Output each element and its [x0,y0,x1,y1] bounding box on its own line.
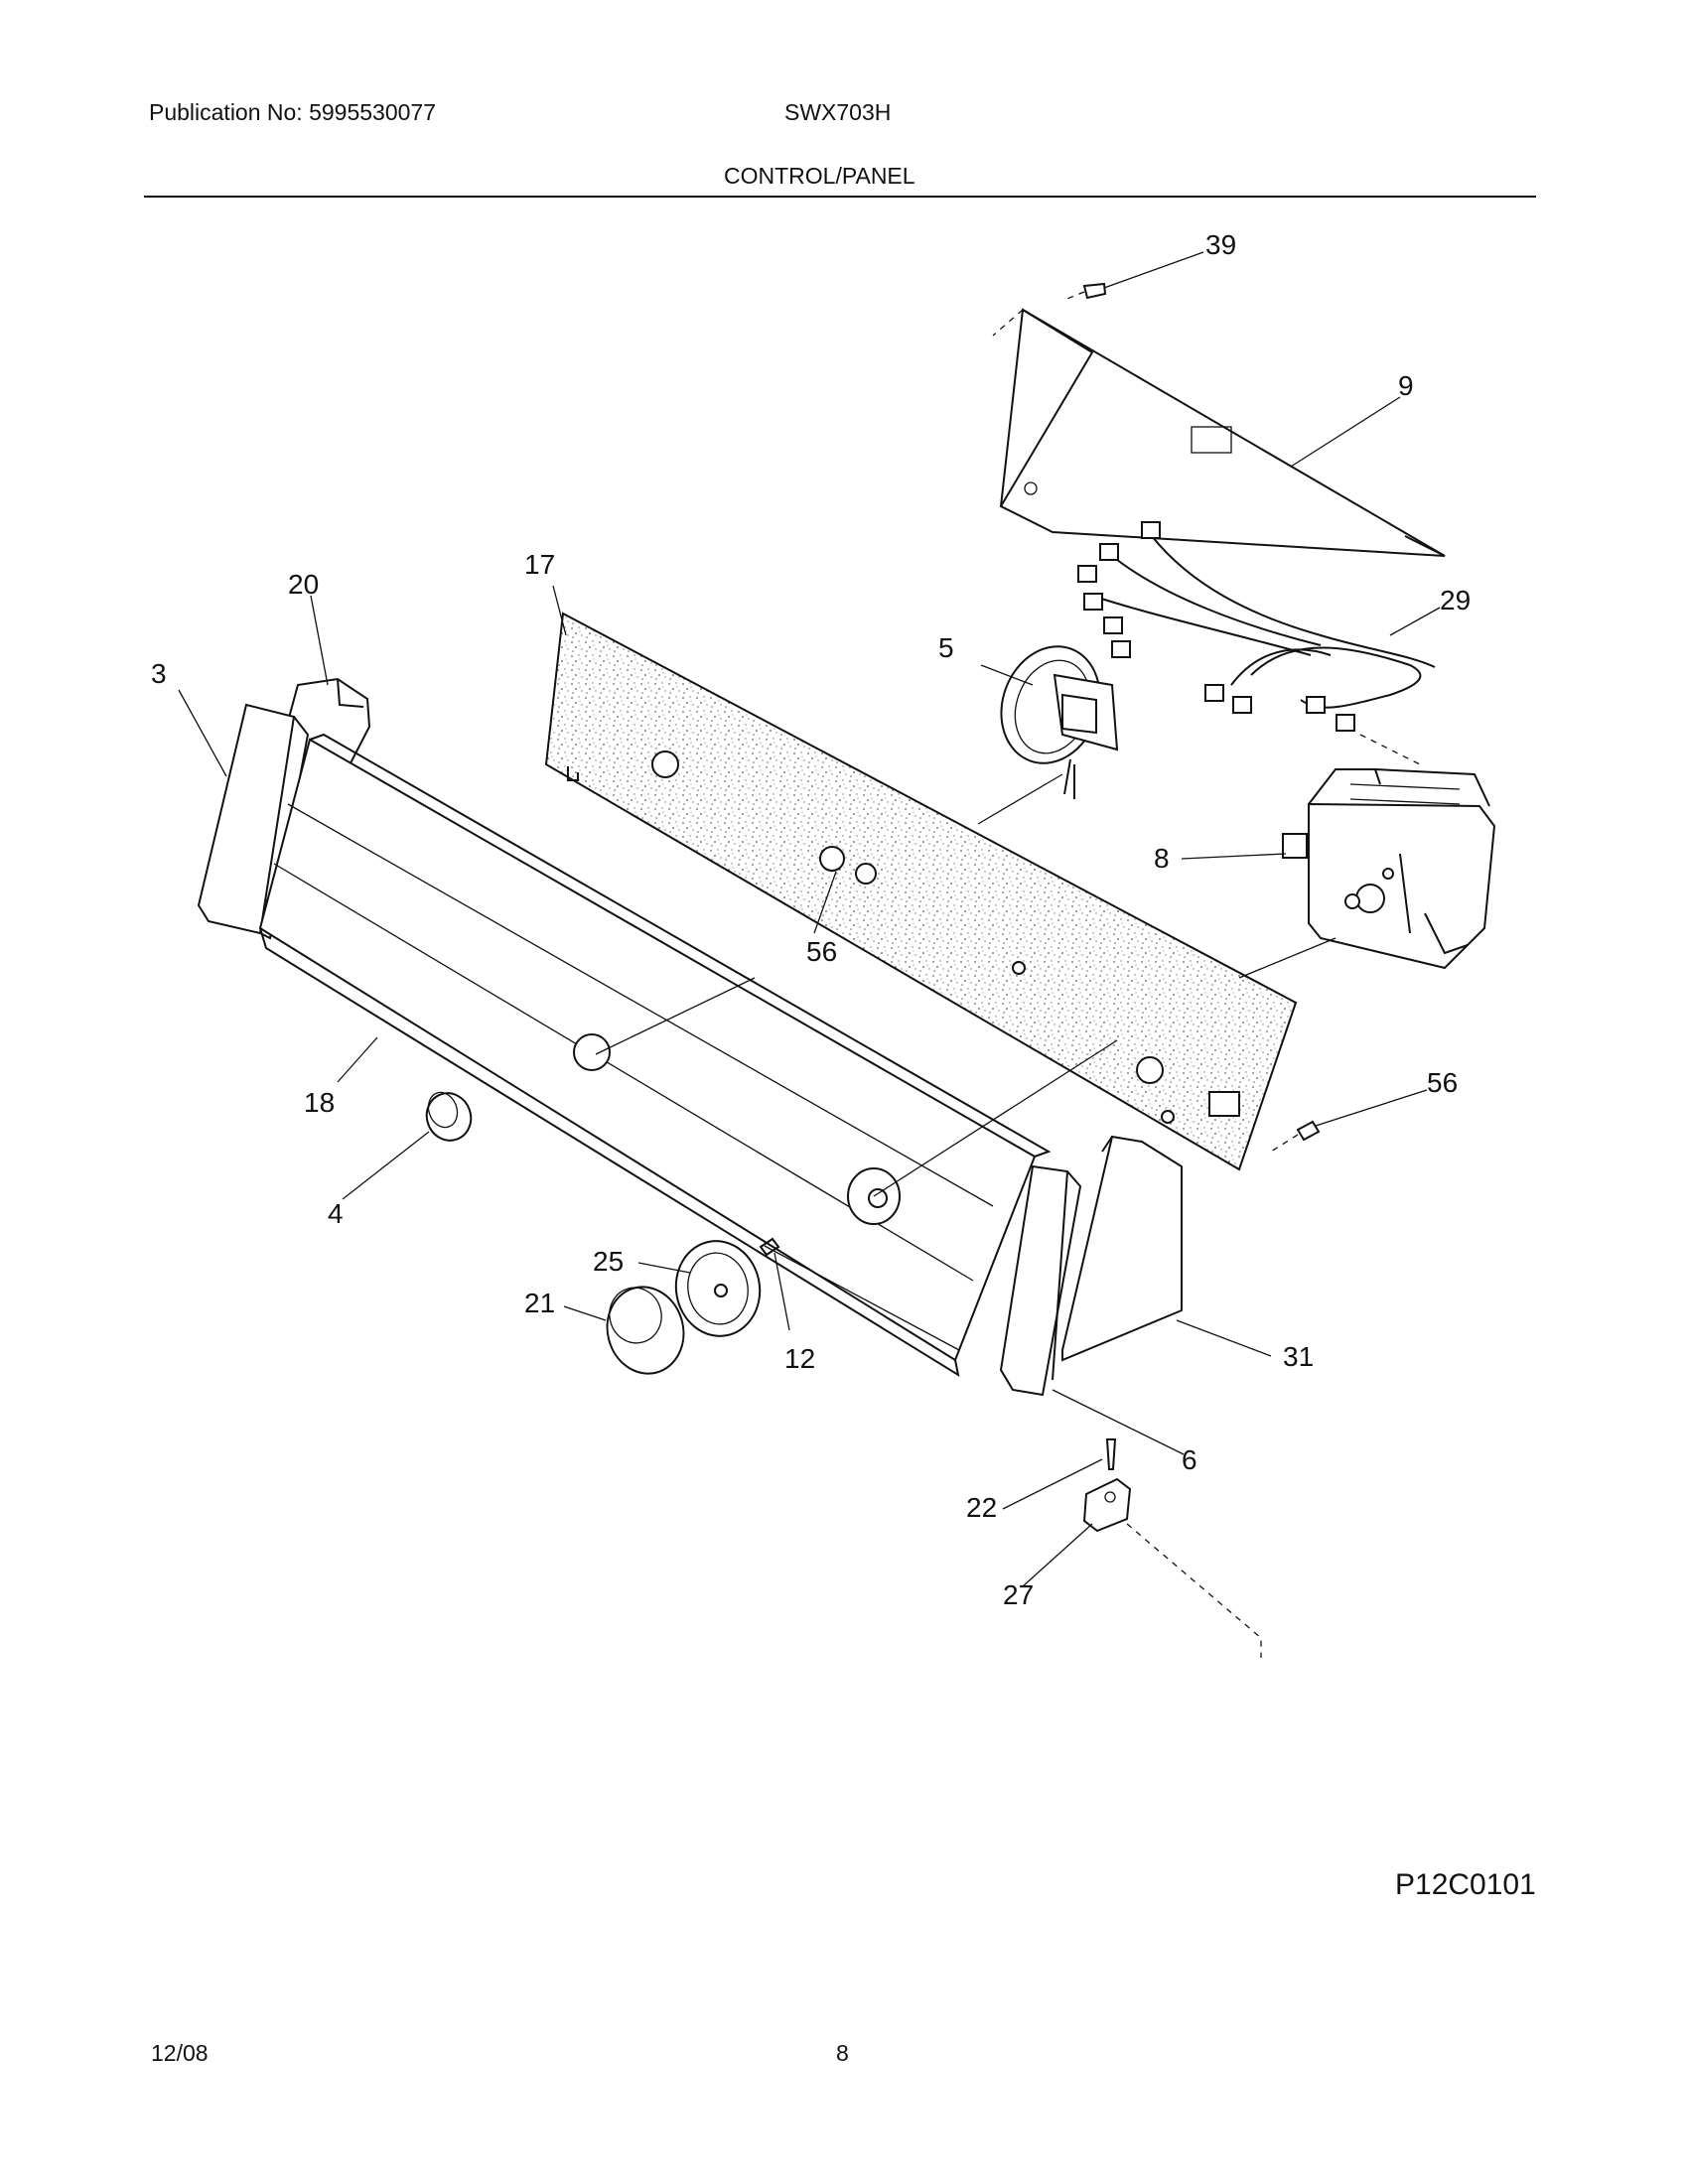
rear-bracket-part [992,308,1446,557]
callout-29: 29 [1440,585,1471,615]
timer-part [1238,768,1496,979]
publication-number: Publication No: 5995530077 [149,99,437,125]
page-number: 8 [836,2040,849,2066]
callout-labels: 39 9 29 17 20 3 5 8 56 56 18 4 25 21 12 … [151,229,1471,1610]
mounting-clip-27-part [1082,1477,1262,1658]
right-endcap-outer-part [999,1164,1082,1397]
callout-4: 4 [328,1198,344,1229]
callout-31: 31 [1283,1341,1314,1372]
screw-22-part [1105,1438,1117,1470]
callout-25: 25 [593,1246,624,1277]
footer-date: 12/08 [151,2040,209,2066]
callout-3: 3 [151,658,167,689]
control-console-part [258,733,1118,1378]
callout-20: 20 [288,569,319,600]
speckled-back-panel-part [544,612,1298,1171]
callout-18: 18 [304,1087,335,1118]
drawing-code: P12C0101 [1395,1868,1536,1901]
leader-lines [178,251,1441,1587]
callout-22: 22 [966,1492,997,1523]
pressure-switch-part [977,645,1119,825]
screw-56-part [1270,1120,1321,1153]
callout-9: 9 [1398,370,1414,401]
callout-39: 39 [1205,229,1236,260]
section-title: CONTROL/PANEL [724,163,915,189]
callout-8: 8 [1154,843,1170,874]
right-endcap-inner-part [1061,1135,1183,1362]
skirt-dial-part [674,1240,762,1337]
wire-harness-part [1077,521,1436,765]
model-number: SWX703H [784,99,892,125]
callout-56-b: 56 [1427,1067,1458,1098]
spring-clip-part [759,1237,780,1257]
callout-12: 12 [784,1343,815,1374]
callout-21: 21 [524,1288,555,1318]
callout-5: 5 [938,632,954,663]
callout-27: 27 [1003,1579,1034,1610]
callout-17: 17 [524,549,555,580]
screw-39-part [1063,282,1107,301]
header-rule [144,196,1536,198]
small-knob-part [425,1091,473,1142]
callout-56-a: 56 [806,936,837,967]
timer-knob-part [606,1286,685,1375]
callout-6: 6 [1182,1444,1197,1475]
